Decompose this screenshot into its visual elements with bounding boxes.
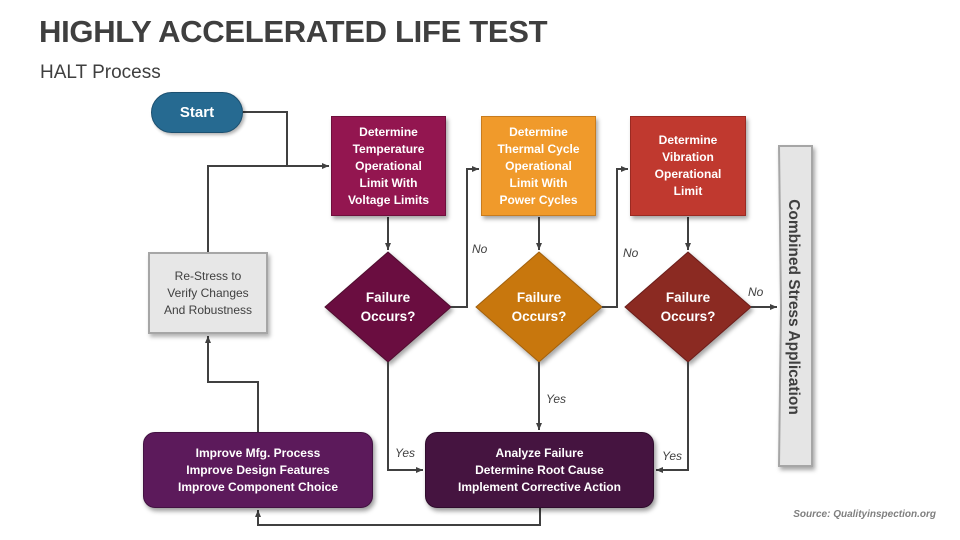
improve-label: Improve Mfg. Process Improve Design Feat…: [177, 445, 338, 494]
edge-label-no-3: No: [748, 285, 764, 299]
analyze-label: Analyze Failure Determine Root Cause Imp…: [458, 445, 621, 494]
decision-1-label: Failure Occurs?: [360, 290, 416, 324]
source-credit: Source: Qualityinspection.org: [793, 509, 936, 520]
connector-decision-1-no: [451, 166, 479, 308]
start-label: Start: [179, 104, 215, 121]
step-temperature-label: Determine Temperature Operational Limit …: [347, 124, 430, 207]
improve-box: Improve Mfg. Process Improve Design Feat…: [143, 432, 373, 508]
connector-improve-to-restress: [205, 336, 259, 432]
page-title: HIGHLY ACCELERATED LIFE TEST: [39, 14, 548, 49]
step-thermal-cycle-label: Determine Thermal Cycle Operational Limi…: [497, 124, 580, 207]
connector-decision-3-yes: [656, 362, 689, 473]
connector-start-to-temperature: [243, 111, 329, 169]
step-temperature-limit: Determine Temperature Operational Limit …: [331, 116, 446, 216]
edge-label-yes-1: Yes: [395, 446, 416, 460]
restress-label: Re-Stress to Verify Changes And Robustne…: [163, 268, 253, 317]
step-vibration-limit: Determine Vibration Operational Limit: [630, 116, 746, 216]
connector-decision-2-no: [602, 166, 628, 308]
edge-label-no-1: No: [472, 242, 488, 256]
edge-label-yes-2: Yes: [546, 392, 567, 406]
step-vibration-label: Determine Vibration Operational Limit: [654, 133, 722, 198]
edge-label-no-2: No: [623, 246, 639, 260]
combined-stress-label: Combined Stress Application: [785, 199, 802, 415]
combined-stress-shape: [777, 145, 813, 467]
restress-box: Re-Stress to Verify Changes And Robustne…: [148, 252, 268, 334]
edge-label-yes-3: Yes: [662, 449, 683, 463]
step-thermal-cycle-limit: Determine Thermal Cycle Operational Limi…: [481, 116, 596, 216]
decision-2-label: Failure Occurs?: [511, 290, 567, 324]
page-subtitle: HALT Process: [40, 62, 161, 83]
decision-3-label: Failure Occurs?: [660, 290, 716, 324]
connector-analyze-to-improve: [255, 508, 541, 526]
connector-restress-to-temperature: [207, 165, 287, 252]
connector-decision-1-yes: [387, 362, 423, 473]
analyze-box: Analyze Failure Determine Root Cause Imp…: [425, 432, 654, 508]
start-node: Start: [151, 92, 243, 133]
